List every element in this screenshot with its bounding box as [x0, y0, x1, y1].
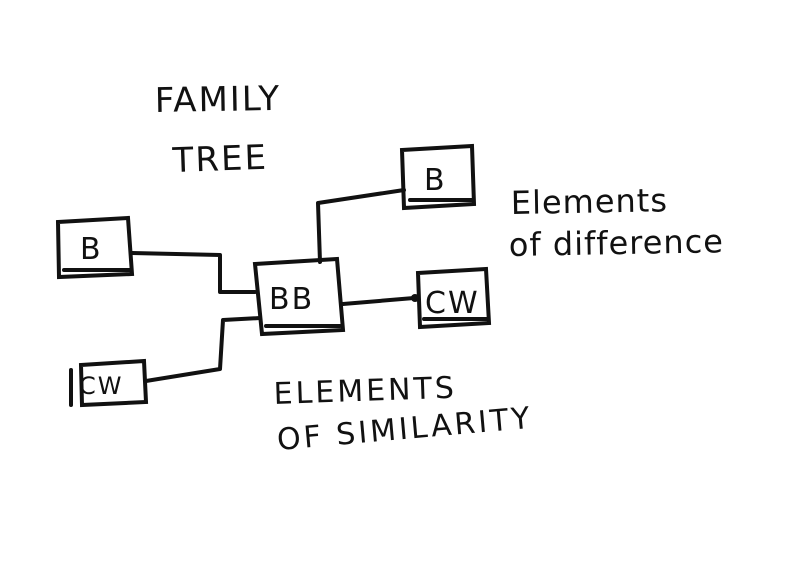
right-top-node: B	[399, 143, 477, 211]
connector-dot	[411, 294, 419, 302]
left-top-box	[55, 215, 135, 280]
left-top-connector	[130, 251, 257, 294]
left-top-node: B	[55, 215, 135, 280]
center-node: BB	[252, 256, 346, 337]
right-bottom-box	[415, 266, 492, 330]
center-label: BB	[269, 282, 314, 317]
difference-note-line-1: Elements	[510, 181, 668, 222]
left-bottom-label: CW	[79, 372, 124, 400]
left-bottom-box	[78, 358, 149, 408]
difference-note-line-2: of difference	[508, 222, 724, 264]
left-bottom-node: CW	[69, 358, 149, 408]
right-top-connector	[316, 188, 406, 264]
right-bottom-node: CW	[415, 266, 492, 330]
title-line-2: TREE	[171, 138, 269, 181]
right-bottom-connector	[341, 296, 416, 306]
right-top-label: B	[424, 163, 447, 198]
right-bottom-label: CW	[425, 286, 480, 321]
center-box	[252, 256, 346, 337]
similarity-note-line-1: ELEMENTS	[273, 371, 457, 412]
title-line-1: FAMILY	[154, 79, 281, 121]
left-bottom-connector	[144, 316, 262, 383]
left-top-label: B	[80, 232, 103, 267]
